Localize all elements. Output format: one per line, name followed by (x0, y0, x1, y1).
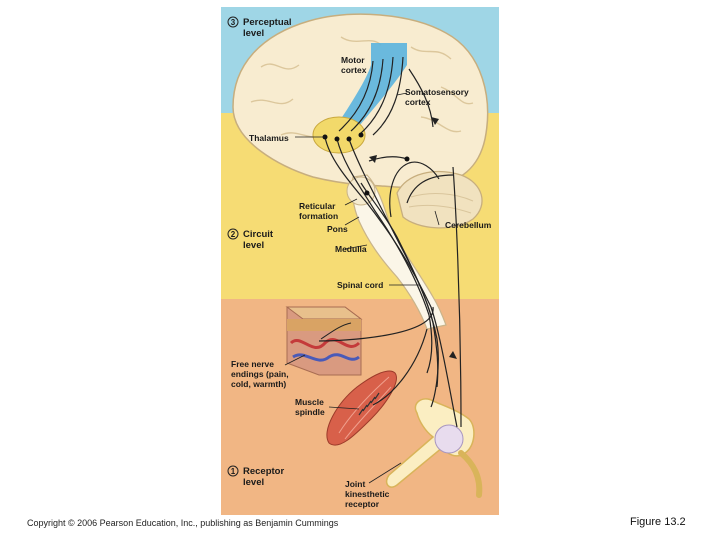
level-number: 1 (231, 467, 236, 476)
svg-text:Somatosensory: Somatosensory (405, 87, 469, 97)
label-medulla: Medulla (335, 244, 367, 254)
level-receptor: 1 Receptor level (227, 465, 284, 488)
figure-number: Figure 13.2 (630, 516, 686, 528)
svg-text:Muscle: Muscle (295, 397, 324, 407)
level-title: Circuit (243, 229, 274, 240)
label-reticular-formation: Reticular formation (299, 201, 338, 221)
svg-text:receptor: receptor (345, 499, 380, 509)
copyright-notice: Copyright © 2006 Pearson Education, Inc.… (27, 518, 339, 528)
level-title: Perceptual (243, 17, 292, 28)
label-muscle-spindle: Muscle spindle (295, 397, 325, 417)
svg-text:cortex: cortex (405, 97, 431, 107)
level-number: 2 (231, 230, 236, 239)
svg-text:cortex: cortex (341, 65, 367, 75)
level-subtitle: level (243, 28, 264, 39)
hip-joint (385, 398, 483, 498)
label-motor-cortex: Motor cortex (341, 55, 367, 75)
level-title: Receptor (243, 466, 284, 477)
sensory-levels-figure: 3 Perceptual level 2 Circuit level 1 Rec… (221, 7, 499, 515)
label-somatosensory-cortex: Somatosensory cortex (405, 87, 469, 107)
svg-text:spindle: spindle (295, 407, 325, 417)
level-subtitle: level (243, 240, 264, 251)
muscle (326, 370, 397, 446)
cortex-strip (333, 43, 407, 131)
svg-text:kinesthetic: kinesthetic (345, 489, 390, 499)
pathway-arrows (369, 117, 457, 359)
label-joint-receptor: Joint kinesthetic receptor (345, 479, 390, 509)
svg-text:cold, warmth): cold, warmth) (231, 379, 286, 389)
svg-text:Free nerve: Free nerve (231, 359, 274, 369)
svg-text:Motor: Motor (341, 55, 365, 65)
svg-text:Reticular: Reticular (299, 201, 336, 211)
svg-text:endings (pain,: endings (pain, (231, 369, 289, 379)
svg-text:formation: formation (299, 211, 338, 221)
level-circuit: 2 Circuit level (227, 228, 274, 251)
leader-lines (284, 92, 440, 484)
level-subtitle: level (243, 477, 264, 488)
label-spinal-cord: Spinal cord (337, 280, 383, 290)
label-thalamus: Thalamus (249, 133, 289, 143)
svg-text:Joint: Joint (345, 479, 365, 489)
label-cerebellum: Cerebellum (445, 220, 492, 230)
label-pons: Pons (327, 224, 348, 234)
neural-pathways (318, 56, 462, 428)
label-free-nerve-endings: Free nerve endings (pain, cold, warmth) (231, 359, 289, 389)
pons (346, 176, 376, 206)
thalamus (312, 116, 366, 154)
level-number: 3 (231, 18, 236, 27)
muscle-spindle (358, 392, 380, 416)
level-perceptual: 3 Perceptual level (227, 16, 292, 39)
